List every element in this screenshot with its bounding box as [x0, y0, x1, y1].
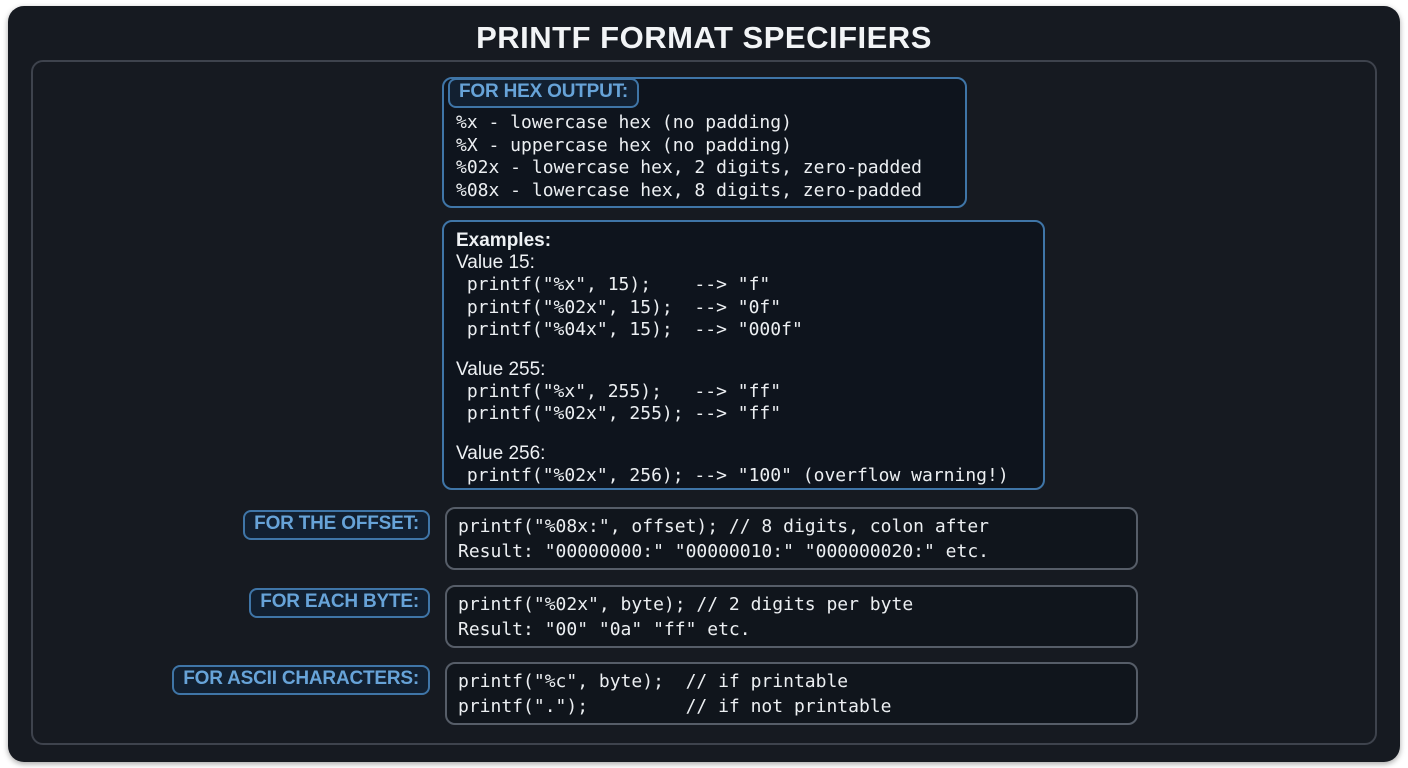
example-code-line: printf("%x", 15); --> "f": [456, 274, 771, 295]
hex-spec-line: %X - uppercase hex (no padding): [456, 134, 792, 156]
example-code-line: printf("%02x", 15); --> "0f": [456, 296, 782, 318]
offset-code-box: printf("%08x:", offset); // 8 digits, co…: [445, 507, 1138, 570]
example-code-line: printf("%02x", 255); --> "ff": [456, 403, 782, 424]
hex-output-box: FOR HEX OUTPUT: %x - lowercase hex (no p…: [442, 77, 967, 208]
ascii-section-label: FOR ASCII CHARACTERS:: [172, 665, 430, 695]
byte-result-line: Result: "00" "0a" "ff" etc.: [458, 619, 751, 640]
ascii-code-box: printf("%c", byte); // if printable prin…: [445, 662, 1138, 725]
reference-card: PRINTF FORMAT SPECIFIERS FOR HEX OUTPUT:…: [8, 6, 1400, 762]
examples-box: Examples: Value 15: printf("%x", 15); --…: [442, 220, 1045, 490]
byte-section-label: FOR EACH BYTE:: [249, 588, 430, 618]
ascii-code-line: printf("."); // if not printable: [458, 696, 892, 717]
content-panel: FOR HEX OUTPUT: %x - lowercase hex (no p…: [31, 60, 1377, 745]
offset-section-label: FOR THE OFFSET:: [243, 510, 430, 540]
hex-spec-line: %08x - lowercase hex, 8 digits, zero-pad…: [456, 179, 922, 201]
hex-spec-line: %x - lowercase hex (no padding): [456, 112, 792, 133]
example-code-line: printf("%x", 255); --> "ff": [456, 380, 782, 402]
offset-code-line: printf("%08x:", offset); // 8 digits, co…: [458, 516, 990, 537]
byte-code-box: printf("%02x", byte); // 2 digits per by…: [445, 585, 1138, 648]
offset-result-line: Result: "00000000:" "00000010:" "0000000…: [458, 541, 990, 562]
hex-output-label: FOR HEX OUTPUT:: [448, 78, 640, 108]
example-value-label: Value 255:: [456, 358, 546, 380]
example-value-label: Value 256:: [456, 442, 546, 464]
page-title: PRINTF FORMAT SPECIFIERS: [476, 20, 932, 55]
examples-heading: Examples:: [456, 230, 552, 251]
byte-code-line: printf("%02x", byte); // 2 digits per by…: [458, 594, 914, 615]
example-value-label: Value 15:: [456, 252, 535, 273]
ascii-code-line: printf("%c", byte); // if printable: [458, 671, 849, 692]
example-code-line: printf("%04x", 15); --> "000f": [456, 319, 803, 340]
hex-spec-line: %02x - lowercase hex, 2 digits, zero-pad…: [456, 157, 922, 178]
example-code-line: printf("%02x", 256); --> "100" (overflow…: [456, 464, 1009, 486]
